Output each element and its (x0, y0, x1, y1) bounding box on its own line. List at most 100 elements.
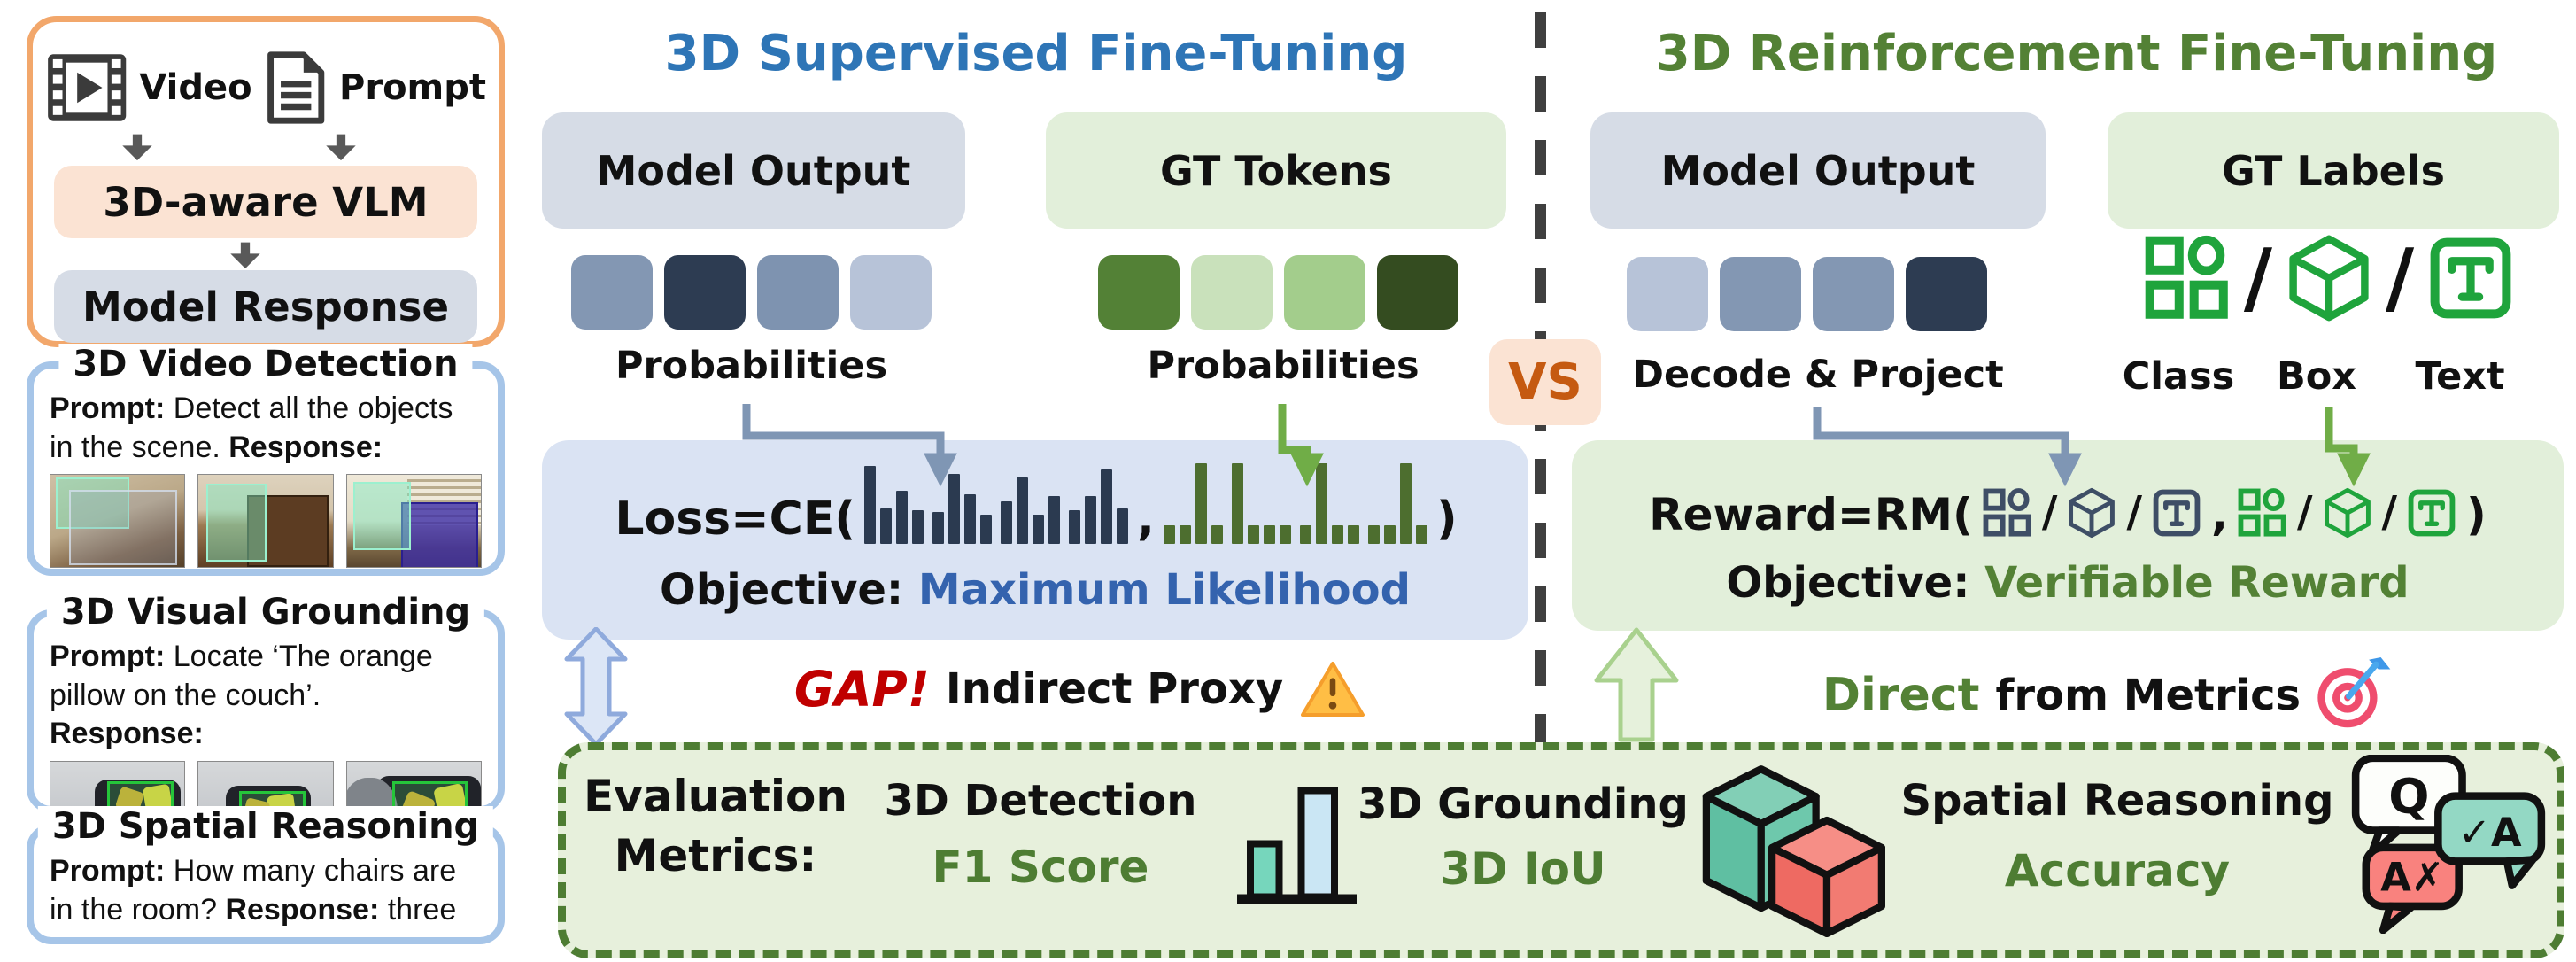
correct-answer-letters: ✓A (2458, 810, 2522, 856)
gap-annotation: GAP! Indirect Proxy (691, 659, 1470, 719)
token-square (664, 255, 746, 330)
token-square (1377, 255, 1458, 330)
vs-badge: VS (1489, 339, 1601, 425)
gt-prob-bars-2 (1231, 459, 1291, 553)
objective-value: Verifiable Reward (1984, 558, 2410, 608)
box-label: Box (2276, 354, 2357, 399)
gt-text-icon (2406, 487, 2457, 539)
loss-separator: , (1137, 493, 1155, 546)
video-icon (45, 47, 128, 128)
down-arrow-icon (325, 134, 357, 162)
pipeline-inputs-row: Video Prompt (45, 45, 486, 130)
eval-metric-f1: F1 Score (932, 842, 1149, 893)
token-square (1284, 255, 1365, 330)
task-box-3d-video-detection: 3D Video Detection Prompt: Detect all th… (27, 344, 505, 576)
reward-prefix: Reward=RM( (1649, 489, 1973, 540)
loss-suffix: ) (1435, 493, 1458, 546)
detection-thumbnails (50, 474, 482, 569)
sft-probabilities-right-label: Probabilities (1147, 344, 1420, 388)
sft-section-title: 3D Supervised Fine-Tuning (664, 25, 1408, 82)
direct-up-arrow-icon (1594, 627, 1679, 742)
token-square (1098, 255, 1180, 330)
detection-image-3 (345, 474, 482, 569)
pred-prob-bars-2 (932, 459, 993, 553)
class-icon (2143, 234, 2232, 322)
pred-prob-bars-4 (1069, 459, 1129, 553)
target-dart-icon (2317, 657, 2391, 728)
sft-gt-tokens-box: GT Tokens (1046, 112, 1506, 229)
gt-prob-bars-4 (1367, 459, 1427, 553)
gt-prob-bars-1 (1163, 459, 1223, 553)
token-square (757, 255, 839, 330)
vlm-label: 3D-aware VLM (103, 178, 429, 226)
gt-prob-bars-3 (1299, 459, 1359, 553)
token-square (1906, 257, 1987, 331)
rft-reward-formula: Reward=RM( / / , / / ) (1585, 452, 2550, 547)
task-title: 3D Visual Grounding (46, 592, 485, 632)
direct-word: Direct (1822, 669, 1980, 722)
slash-separator: / (2126, 487, 2142, 537)
slash-separator: / (2041, 487, 2058, 537)
rft-model-output-box: Model Output (1590, 112, 2046, 229)
slash-separator: / (2386, 232, 2415, 323)
task-prompt-text: Prompt: Locate ‘The orange pillow on the… (50, 640, 433, 751)
task-box-3d-visual-grounding: 3D Visual Grounding Prompt: Locate ‘The … (27, 592, 505, 855)
warning-icon (1301, 662, 1365, 717)
model-response-box: Model Response (54, 270, 477, 343)
evaluation-metrics-box (558, 742, 2564, 958)
eval-task-spatial: Spatial Reasoning (1900, 776, 2334, 826)
task-box-3d-spatial-reasoning: 3D Spatial Reasoning Prompt: How many ch… (27, 806, 505, 944)
loss-prefix: Loss=CE( (615, 493, 856, 546)
rft-token-squares (1627, 257, 1987, 331)
token-square (1627, 257, 1708, 331)
gt-box-3d-icon (2322, 487, 2373, 539)
rft-model-output-label: Model Output (1660, 146, 1976, 195)
text-icon (2426, 234, 2515, 322)
sft-gt-tokens-label: GT Tokens (1160, 146, 1392, 195)
sft-model-output-box: Model Output (542, 112, 965, 229)
slash-separator: / (2243, 232, 2272, 323)
slash-separator: / (2381, 487, 2398, 537)
rft-objective-line: Objective: Verifiable Reward (1572, 558, 2564, 608)
direct-text: from Metrics (1995, 671, 2301, 720)
evaluation-header: Evaluation Metrics: (584, 771, 847, 881)
task-prompt-text: Prompt: Detect all the objects in the sc… (50, 392, 453, 464)
sft-model-output-label: Model Output (596, 146, 911, 195)
gap-word: GAP! (793, 661, 930, 718)
prompt-doc-icon (263, 45, 329, 130)
detection-image-2 (197, 474, 334, 569)
objective-label: Objective: (1726, 558, 1970, 608)
sft-objective-line: Objective: Maximum Likelihood (542, 565, 1528, 615)
rft-section-title: 3D Reinforcement Fine-Tuning (1655, 25, 2498, 82)
token-square (1813, 257, 1894, 331)
gt-label-type-icons: / / (2121, 234, 2537, 322)
pipeline-panel: Video Prompt 3D-aware VLM Model Response (27, 16, 505, 347)
text-label: Text (2415, 354, 2505, 399)
objective-value: Maximum Likelihood (917, 565, 1411, 615)
prompt-label: Prompt (339, 67, 486, 108)
vlm-box: 3D-aware VLM (54, 166, 477, 238)
down-arrow-icon (229, 242, 261, 270)
iou-cubes-icon (1702, 765, 1885, 937)
pred-text-icon (2151, 487, 2202, 539)
sft-loss-formula: Loss=CE( , ) (553, 454, 1519, 553)
model-response-label: Model Response (82, 283, 449, 330)
slash-separator: / (2296, 487, 2313, 537)
video-label: Video (139, 67, 252, 108)
gt-class-icon (2237, 487, 2288, 539)
direct-annotation: Direct from Metrics (1736, 657, 2479, 733)
box-3d-icon (2285, 234, 2373, 322)
token-square (850, 255, 932, 330)
token-square (571, 255, 653, 330)
pred-box-3d-icon (2066, 487, 2117, 539)
reward-suffix: ) (2466, 489, 2487, 540)
decode-project-label: Decode & Project (1632, 353, 2004, 397)
sft-gt-token-squares (1098, 255, 1458, 330)
task-prompt-text: Prompt: How many chairs are in the room?… (50, 854, 457, 927)
token-square (1191, 255, 1273, 330)
f1-bar-chart-icon (1237, 787, 1357, 904)
sft-probabilities-left-label: Probabilities (615, 344, 888, 388)
gap-text: Indirect Proxy (945, 664, 1284, 714)
vs-label: VS (1508, 353, 1582, 411)
eval-metric-iou: 3D IoU (1440, 843, 1606, 895)
